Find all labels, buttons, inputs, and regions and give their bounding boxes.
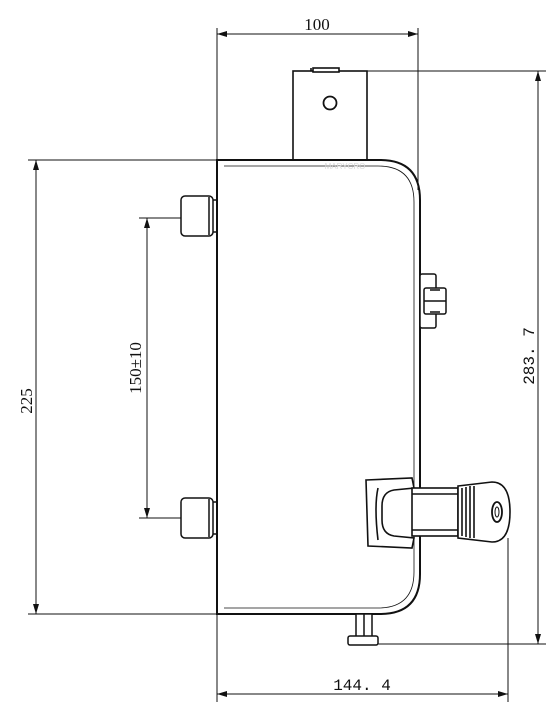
side-valve [419,273,447,329]
dimension-lines [28,28,546,702]
dimension-arrows [33,31,541,697]
main-body [216,159,421,615]
dim-left-height: 225 [17,388,36,414]
dim-bottom-width: 144. 4 [333,677,391,695]
bottom-fitting [347,613,379,646]
watermark: MARYCRO [325,162,366,171]
dim-top-width: 100 [304,15,330,34]
dim-spacing: 150±10 [126,342,145,394]
wall-connector-upper [180,195,217,237]
spout-assembly [365,477,511,549]
top-mounting-block [292,67,368,161]
wall-connector-lower [180,497,217,539]
dim-right-height: 283. 7 [521,327,539,385]
